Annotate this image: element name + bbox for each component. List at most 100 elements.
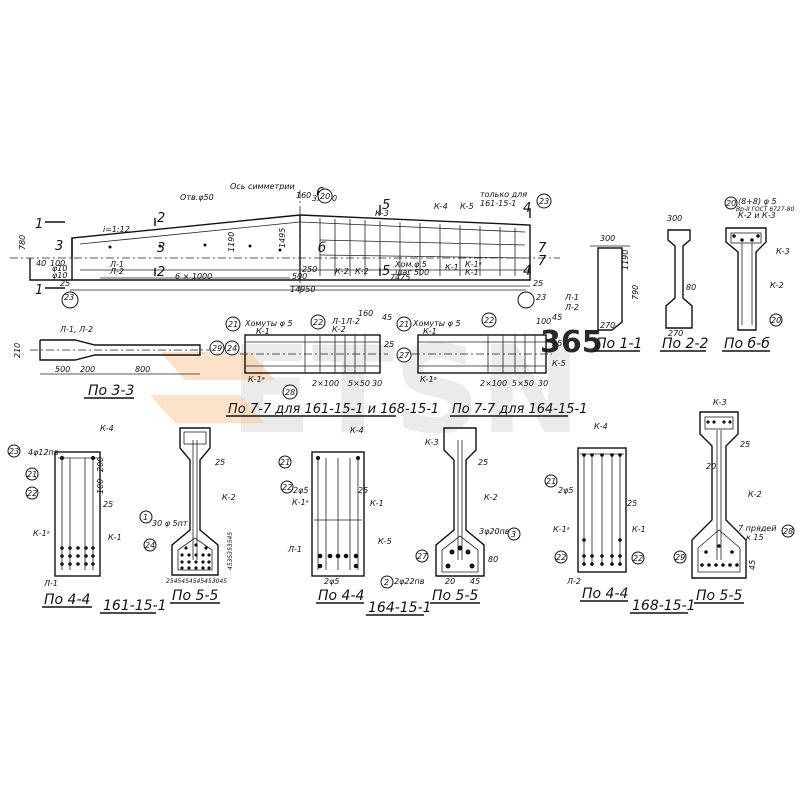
p33-b29: 29 [212, 344, 222, 353]
g168-44-k4: К-4 [594, 422, 608, 431]
v40: 40 [36, 259, 46, 268]
section-6-6: (8+8) φ 5 Вр-II ГОСТ 6727-80 К-2 и К-3 К… [722, 196, 795, 352]
stirrup-note-2: шаг 500 [395, 268, 429, 277]
g164-44-l1: Л-1 [287, 545, 302, 554]
g168-55-caption: По 5-5 [696, 588, 743, 604]
label-kk1: К-1 [465, 268, 479, 277]
g161-55-b1: 1 [143, 513, 148, 522]
g164-55-d80: 80 [488, 555, 498, 564]
p77b-k1a: К-1ᵃ [420, 375, 437, 384]
g164-44-k1a: К-1ᵃ [292, 498, 309, 507]
p77b-b27: 27 [399, 351, 410, 360]
g161-44-b22: 22 [27, 489, 37, 498]
g161-55-d25: 25 [215, 458, 225, 467]
cut-5b: 5 [382, 264, 390, 279]
g161-55-vdims: 4535353545 [227, 532, 234, 570]
s66-b20a: 20 [726, 199, 736, 208]
p77a-k2: К-2 [332, 325, 346, 334]
cut-6b: б [318, 241, 326, 256]
h250: 250 [302, 265, 317, 274]
p77a-d160: 160 [358, 309, 373, 318]
g161-55-dims: 2545454545453045 [166, 578, 227, 585]
p77a-l2: Л-2 [345, 317, 360, 326]
label-k5: К-5 [460, 202, 474, 211]
d25: 25 [60, 279, 70, 288]
s66-caption: По б-б [724, 336, 770, 352]
g164-44-d25: 25 [358, 486, 368, 495]
g168-55-b28: 28 [783, 527, 793, 536]
g161-55-b24: 24 [145, 541, 155, 550]
g161-55-k2: К-2 [222, 493, 236, 502]
p77b-d45: 45 [552, 313, 562, 322]
plan-7-7b: Хомуты φ 5 К-1 К-1ᵃ К-5 100 25 45 2×100 … [396, 312, 587, 417]
g168-44-d25: 25 [627, 499, 637, 508]
s11-w270: 270 [600, 321, 615, 330]
s11-l1: Л-1 [564, 293, 579, 302]
g164-55-b2: 2 [384, 578, 389, 587]
g161-44-note: 4φ12пв [28, 448, 59, 457]
g168-label: 168-15-1 [632, 598, 696, 614]
label-k3: К-3 [375, 209, 389, 218]
g164-55-k2: К-2 [484, 493, 498, 502]
watermark-tag: 365 [540, 325, 603, 360]
s11-w300: 300 [600, 234, 615, 243]
dim-500: 500 [292, 272, 307, 281]
g161-44-b21: 21 [27, 470, 37, 479]
g164-55-k3: К-3 [425, 438, 439, 447]
g164-44-k4: К-4 [350, 426, 364, 435]
slope-label: i=1:12 [103, 225, 130, 234]
group-161-15-1: К-4 4φ12пв 200 100 25 К-1ᵃ К-1 Л-1 23 21… [7, 424, 236, 614]
p77a-k1: К-1 [256, 327, 270, 336]
p33-d500: 500 [55, 365, 70, 374]
bubble-20: 20 [320, 192, 330, 201]
g168-44-k1: К-1 [632, 525, 646, 534]
dim-7475: 7475 [390, 273, 410, 282]
cut-5: 5 [382, 198, 390, 213]
g168-44-b21: 21 [546, 477, 556, 486]
p33-d200: 200 [80, 365, 95, 374]
cut-1: 1 [35, 217, 43, 232]
label-k2: К-2 [335, 267, 349, 276]
s22-w300: 300 [667, 214, 682, 223]
g164-55-b27: 27 [417, 552, 428, 561]
g164-55-d20: 20 [445, 577, 455, 586]
g168-44-b22b: 22 [633, 554, 643, 563]
g168-55-k3: К-3 [713, 398, 727, 407]
g168-55-b29: 29 [675, 553, 685, 562]
d23: 23 [64, 293, 74, 302]
p77a-b28: 28 [285, 388, 295, 397]
s66-b20b: 20 [771, 316, 781, 325]
strand-dots-168 [700, 420, 739, 567]
hole-note: Отв.φ50 [180, 193, 214, 202]
h1495: 1495 [278, 228, 287, 248]
label-l1: Л-1 [109, 260, 124, 269]
label-l2: Л-2 [109, 267, 124, 276]
g164-44-caption: По 4-4 [318, 588, 364, 604]
cut-3b: 3 [157, 241, 165, 256]
p33-d210: 210 [13, 343, 22, 358]
p77a-k1a: К-1ᵃ [248, 375, 265, 384]
p77b-d5x50: 5×50 [512, 379, 534, 388]
p77b-caption: По 7-7 для 164-15-1 [452, 402, 587, 417]
p33-caption: По 3-3 [88, 383, 134, 399]
g164-44-b22: 22 [282, 483, 292, 492]
section-1-1: 300 790 1190 270 Л-1 Л-2 По 1-1 [564, 234, 642, 352]
g168-55-note2: к 15 [746, 533, 764, 542]
v100: 100 [50, 259, 65, 268]
p77b-hom: Хомуты φ 5 [412, 319, 461, 328]
g161-44-l1: Л-1 [43, 579, 58, 588]
s11-h1190: 1190 [621, 250, 630, 270]
s11-caption: По 1-1 [596, 336, 642, 352]
g168-55-d45: 45 [748, 560, 757, 570]
p77b-b21: 21 [399, 320, 409, 329]
g168-44-l2: Л-2 [566, 577, 581, 586]
p77b-b22: 22 [484, 316, 494, 325]
s11-l2: Л-2 [564, 303, 579, 312]
g161-label: 161-15-1 [103, 598, 167, 614]
p77a-d25: 25 [384, 340, 394, 349]
p77a-b22: 22 [313, 318, 323, 327]
d23r: 23 [536, 293, 546, 302]
rebar-dots-164 [316, 456, 360, 569]
p77b-k5: К-5 [552, 359, 566, 368]
